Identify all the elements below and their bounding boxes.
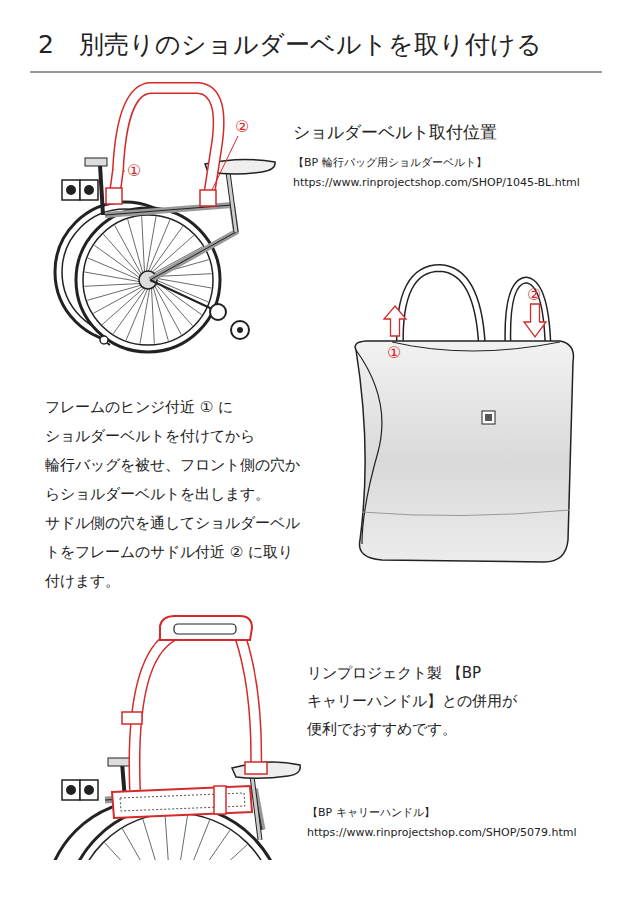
wheel-spoke <box>142 216 145 272</box>
wheel-spoke <box>153 286 168 340</box>
wheel-spoke <box>115 225 142 275</box>
wheel-spoke <box>102 287 144 324</box>
product-name: 【BP 輪行バッグ用ショルダーベルト】 <box>293 156 487 170</box>
callout-number: ① <box>127 160 141 181</box>
page-title: 2 別売りのショルダーベルトを取り付ける <box>38 28 542 62</box>
wheel-spoke <box>177 830 230 860</box>
wheel-spoke <box>153 247 203 274</box>
recommendation-text: リンプロジェクト製 【BP キャリーハンドル】との併用が 便利でおすすめです。 <box>307 659 579 743</box>
section-heading: ショルダーベルト取付位置 <box>293 121 497 143</box>
wheel-spoke <box>165 814 171 860</box>
title-rule <box>30 71 602 72</box>
wheel-spoke <box>128 219 143 273</box>
wheel-spoke <box>105 843 168 860</box>
callout-number: ② <box>527 284 541 305</box>
wheel-spoke <box>155 283 192 325</box>
product-url: https://www.rinprojectshop.com/SHOP/5079… <box>307 826 577 840</box>
wheel-spoke <box>178 845 247 860</box>
wheel-spoke <box>122 829 168 860</box>
wheel-spoke <box>87 285 141 300</box>
wheel-spoke <box>93 286 143 313</box>
carry-bag <box>355 268 573 562</box>
callout-number: ① <box>387 342 401 363</box>
product-name: 【BP キャリーハンドル】 <box>307 806 435 820</box>
folded-bike <box>55 88 275 352</box>
wheel-spoke <box>148 220 170 272</box>
wheel-spoke <box>173 815 187 860</box>
product-url: https://www.rinprojectshop.com/SHOP/1045… <box>293 176 580 190</box>
wheel-spoke <box>126 288 148 340</box>
wheel-spoke <box>156 280 208 302</box>
wheel-spoke <box>88 258 140 280</box>
bike-with-carry-handle <box>45 616 300 860</box>
instruction-text: フレームのヒンジ付近 ① に ショルダーベルトを付けてから 輪行バッグを被せ、フ… <box>45 393 323 596</box>
wheel-spoke <box>175 820 210 860</box>
wheel-spoke <box>151 287 154 343</box>
wheel-spoke <box>84 283 140 286</box>
wheel-spoke <box>103 234 140 276</box>
callout-number: ② <box>235 116 249 137</box>
